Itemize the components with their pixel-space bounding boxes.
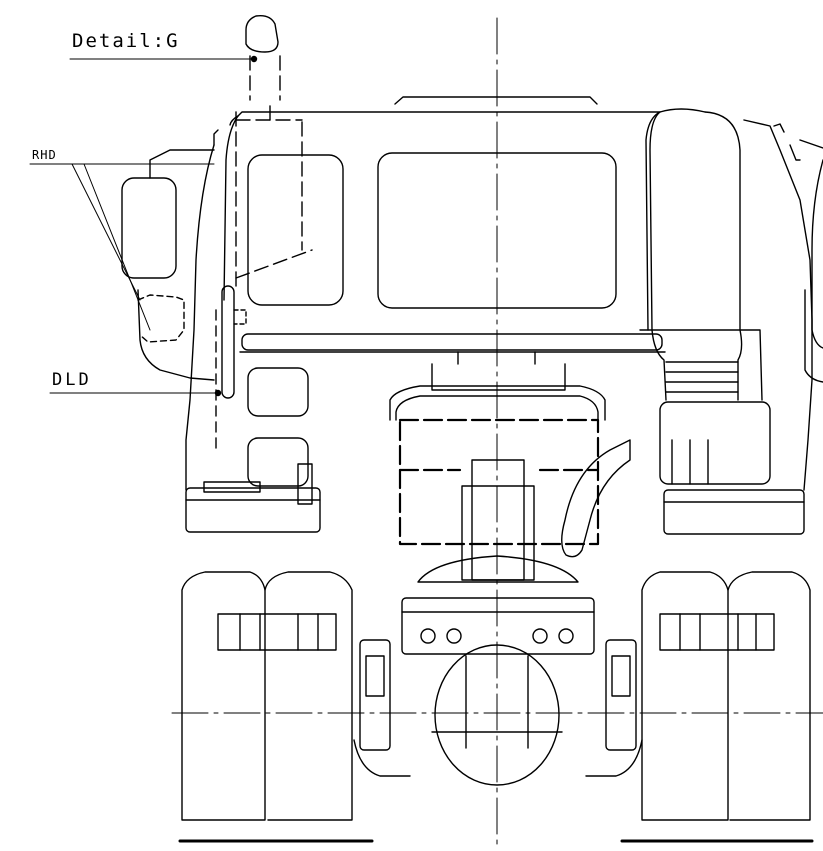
dld-label: DLD [52,370,92,390]
left-suspension [353,639,411,777]
rhd-label: RHD [32,148,57,162]
left-side-box [185,463,321,533]
right-side-box [663,489,805,535]
leader-lines [29,58,255,394]
detail-g-label: Detail:G [72,30,180,52]
right-suspension [585,639,643,777]
rear-axle [401,555,595,786]
rear-frame [389,351,606,581]
dld-lamp-strip [215,285,247,451]
cab-body [185,111,823,491]
detail-g-knob [245,14,279,53]
centerlines [171,17,823,847]
left-mirror [121,149,215,381]
right-mirror [789,139,823,383]
cab-roof [394,96,598,105]
detail-g-stack [235,55,313,291]
air-intake [649,108,771,485]
right-hose [561,439,631,558]
right-wheels [641,571,811,821]
left-wheels [181,571,353,821]
